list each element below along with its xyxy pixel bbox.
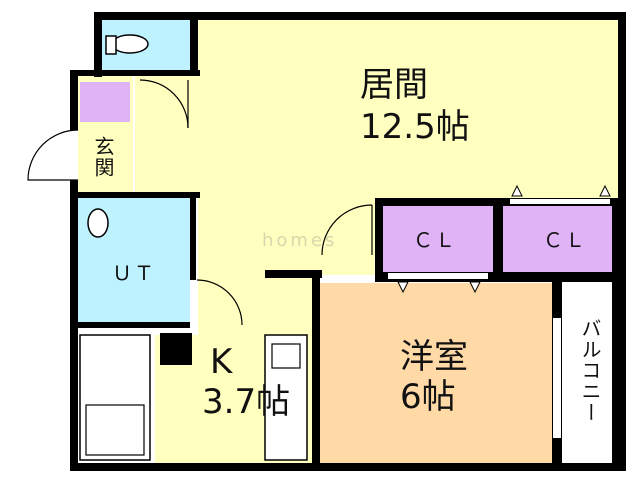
kitchen-name: K	[210, 342, 233, 382]
closet-2-area	[503, 205, 618, 275]
washer-pan	[79, 334, 151, 461]
balcony-window	[553, 318, 561, 438]
closet-opening-1	[388, 273, 488, 279]
balcony-area	[562, 283, 620, 463]
living-room-size: 12.5帖	[360, 107, 470, 147]
western-room-area	[318, 283, 554, 463]
western-room-name: 洋室	[400, 337, 468, 377]
walls	[70, 12, 626, 471]
entrance-door-swing	[27, 129, 79, 181]
washer-pan-inner	[85, 404, 145, 456]
washbasin	[87, 208, 109, 238]
hall-door-swing	[139, 79, 189, 129]
living-room-name: 居間	[360, 65, 428, 105]
kitchen-size: 3.7帖	[202, 382, 291, 422]
entrance-label: 玄関	[91, 136, 115, 178]
balcony-label: バルコニー	[578, 318, 602, 423]
living-room-area	[198, 20, 618, 200]
kitchen-stove	[271, 343, 301, 369]
western-room-size: 6帖	[400, 377, 456, 417]
bath-door-swing	[196, 279, 243, 326]
closet-1-label: ＣＬ	[413, 228, 457, 252]
door-markers	[397, 184, 611, 294]
closet-2-label: ＣＬ	[543, 228, 587, 252]
closet-1-area	[380, 205, 493, 275]
toilet-tank	[105, 35, 117, 55]
closet-door-swing	[321, 204, 373, 256]
toilet-bowl	[111, 34, 149, 54]
storage-box-area	[80, 82, 130, 122]
living-room-lower-area	[198, 200, 378, 275]
closet-opening-2	[510, 199, 610, 204]
unit-bath-label: ＵＴ	[112, 261, 156, 285]
watermark: homes	[262, 230, 338, 251]
